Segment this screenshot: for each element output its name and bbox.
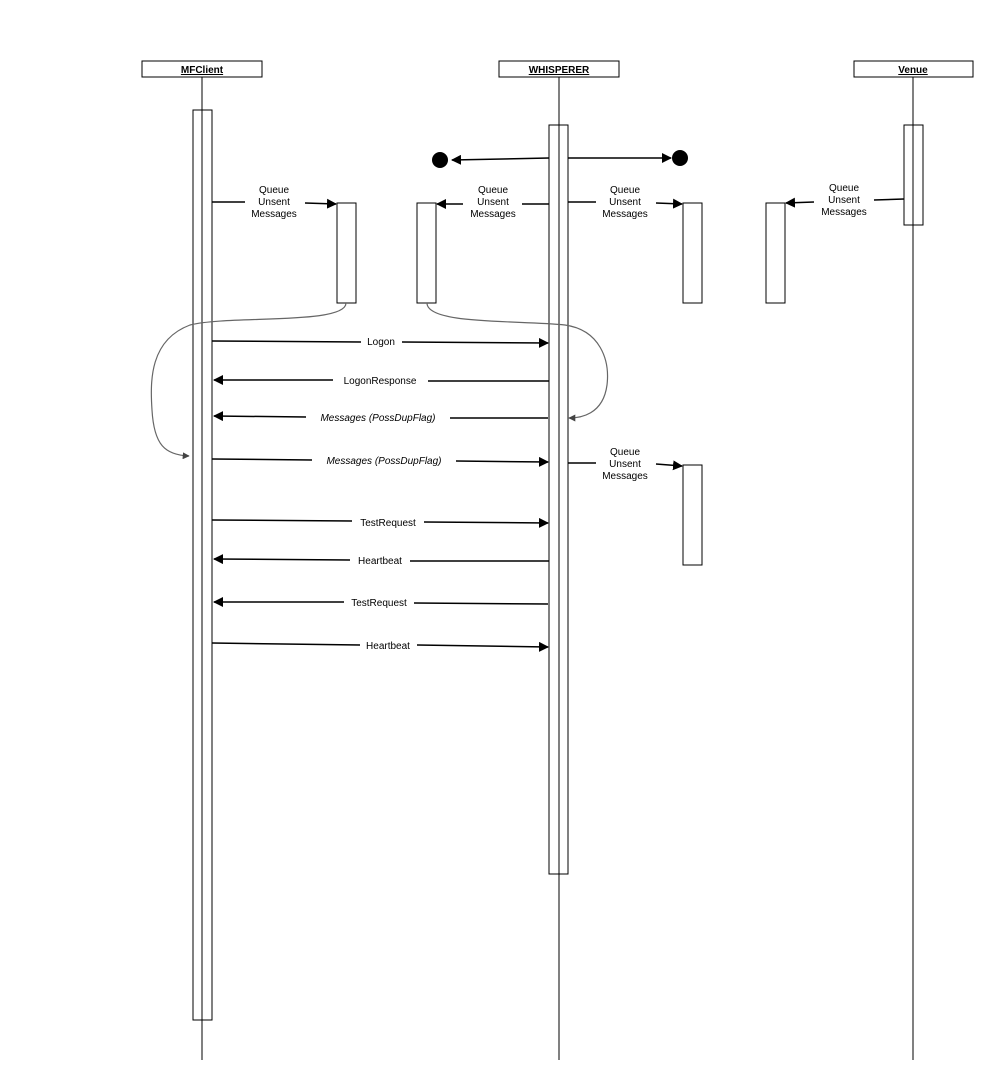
message-label: Unsent <box>258 197 290 208</box>
message-label: Messages <box>602 209 648 220</box>
message-label: Messages <box>602 471 648 482</box>
queue-box-whisperer-right <box>682 202 703 304</box>
message-queue-mfclient: Queue Unsent Messages <box>212 185 337 220</box>
message-label: Unsent <box>477 197 509 208</box>
queue-box-venue <box>765 202 786 304</box>
message-test-request-1: TestRequest <box>211 517 549 529</box>
resend-curve-whisperer <box>426 302 609 422</box>
message-queue-whisperer-left: Queue Unsent Messages <box>436 185 549 220</box>
message-label: Messages <box>821 207 867 218</box>
resend-curve-mfclient <box>150 302 347 460</box>
message-test-request-2: TestRequest <box>213 597 549 609</box>
message-possdup-from-client: Messages (PossDupFlag) <box>211 456 549 467</box>
message-queue-venue: Queue Unsent Messages <box>785 183 905 218</box>
message-label: Queue <box>478 185 508 196</box>
actor-mfclient: MFClient <box>141 60 263 78</box>
message-label: Unsent <box>828 195 860 206</box>
message-heartbeat-1: Heartbeat <box>213 554 549 567</box>
message-label: Queue <box>829 183 859 194</box>
message-label: Messages <box>251 209 297 220</box>
message-queue-whisperer-second: Queue Unsent Messages <box>568 447 683 482</box>
message-label: Unsent <box>609 197 641 208</box>
whisperer-lost-message-left <box>432 152 550 168</box>
actor-mfclient-label: MFClient <box>181 65 224 76</box>
message-logon-response: LogonResponse <box>213 375 549 387</box>
message-label: Messages (PossDupFlag) <box>320 413 435 424</box>
whisperer-lost-message-right <box>568 150 688 166</box>
message-queue-whisperer-right: Queue Unsent Messages <box>568 185 683 220</box>
queue-box-whisperer-second <box>682 464 703 566</box>
message-logon: Logon <box>211 337 549 348</box>
message-label: Unsent <box>609 459 641 470</box>
message-label: Queue <box>610 185 640 196</box>
message-label: Queue <box>259 185 289 196</box>
message-label: Heartbeat <box>358 556 402 567</box>
message-label: TestRequest <box>351 598 407 609</box>
message-label: Logon <box>367 337 395 348</box>
queue-box-mfclient <box>336 202 357 304</box>
actor-whisperer: WHISPERER <box>498 60 620 78</box>
actor-venue: Venue <box>853 60 974 78</box>
actor-venue-label: Venue <box>898 65 928 76</box>
message-label: Messages (PossDupFlag) <box>326 456 441 467</box>
queue-box-whisperer-left <box>416 202 437 304</box>
actor-whisperer-label: WHISPERER <box>529 65 590 76</box>
message-label: TestRequest <box>360 518 416 529</box>
message-label: LogonResponse <box>344 376 417 387</box>
message-label: Heartbeat <box>366 641 410 652</box>
message-heartbeat-2: Heartbeat <box>211 641 549 652</box>
message-label: Queue <box>610 447 640 458</box>
message-label: Messages <box>470 209 516 220</box>
message-possdup-from-whisperer: Messages (PossDupFlag) <box>213 411 548 424</box>
